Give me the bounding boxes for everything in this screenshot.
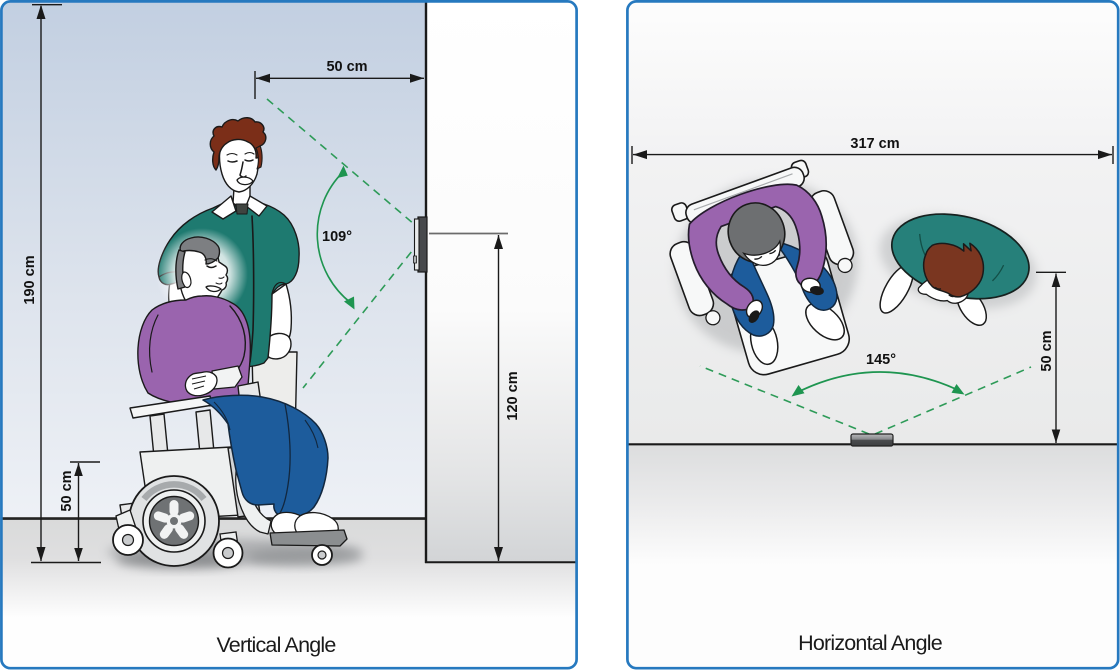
svg-text:120 cm: 120 cm bbox=[505, 371, 521, 420]
svg-text:Horizontal Angle: Horizontal Angle bbox=[798, 631, 942, 655]
svg-text:50 cm: 50 cm bbox=[1039, 330, 1055, 371]
svg-text:50 cm: 50 cm bbox=[326, 59, 367, 75]
svg-text:145°: 145° bbox=[866, 352, 896, 368]
svg-text:317 cm: 317 cm bbox=[850, 136, 899, 152]
svg-text:109°: 109° bbox=[322, 229, 352, 245]
svg-text:50 cm: 50 cm bbox=[59, 470, 75, 511]
svg-text:190 cm: 190 cm bbox=[22, 255, 38, 304]
svg-text:Vertical Angle: Vertical Angle bbox=[216, 633, 335, 657]
